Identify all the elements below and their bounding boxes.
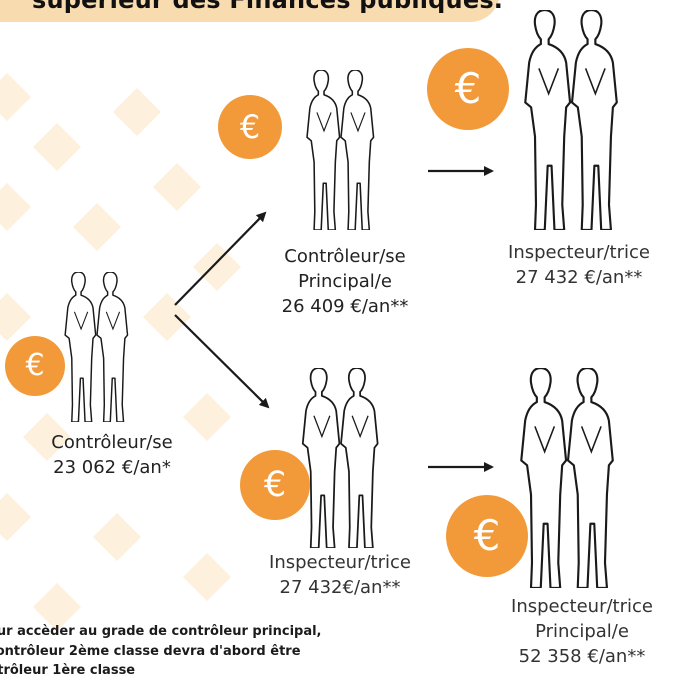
header-banner-text: supérieur des Finances publiques.: [32, 0, 504, 14]
euro-coin-icon: €: [5, 336, 65, 396]
arrow-icon: [174, 211, 267, 306]
node-inspecteur-principal: Inspecteur/trice Principal/e 52 358 €/an…: [511, 596, 653, 668]
arrow-icon: [174, 314, 270, 409]
euro-coin-icon: €: [218, 95, 282, 159]
footnote: our accèder au grade de contrôleur princ…: [0, 624, 322, 676]
node-controleur: Contrôleur/se 23 062 €/an*: [51, 432, 173, 479]
node-inspecteur-bottom: Inspecteur/trice 27 432€/an**: [269, 552, 411, 599]
header-banner: [0, 0, 500, 22]
euro-coin-icon: €: [240, 450, 310, 520]
euro-coin-icon: €: [427, 48, 509, 130]
node-inspecteur-top: Inspecteur/trice 27 432 €/an**: [508, 242, 650, 289]
node-controleur-principal: Contrôleur/se Principal/e 26 409 €/an**: [281, 246, 409, 318]
euro-coin-icon: €: [446, 495, 528, 577]
